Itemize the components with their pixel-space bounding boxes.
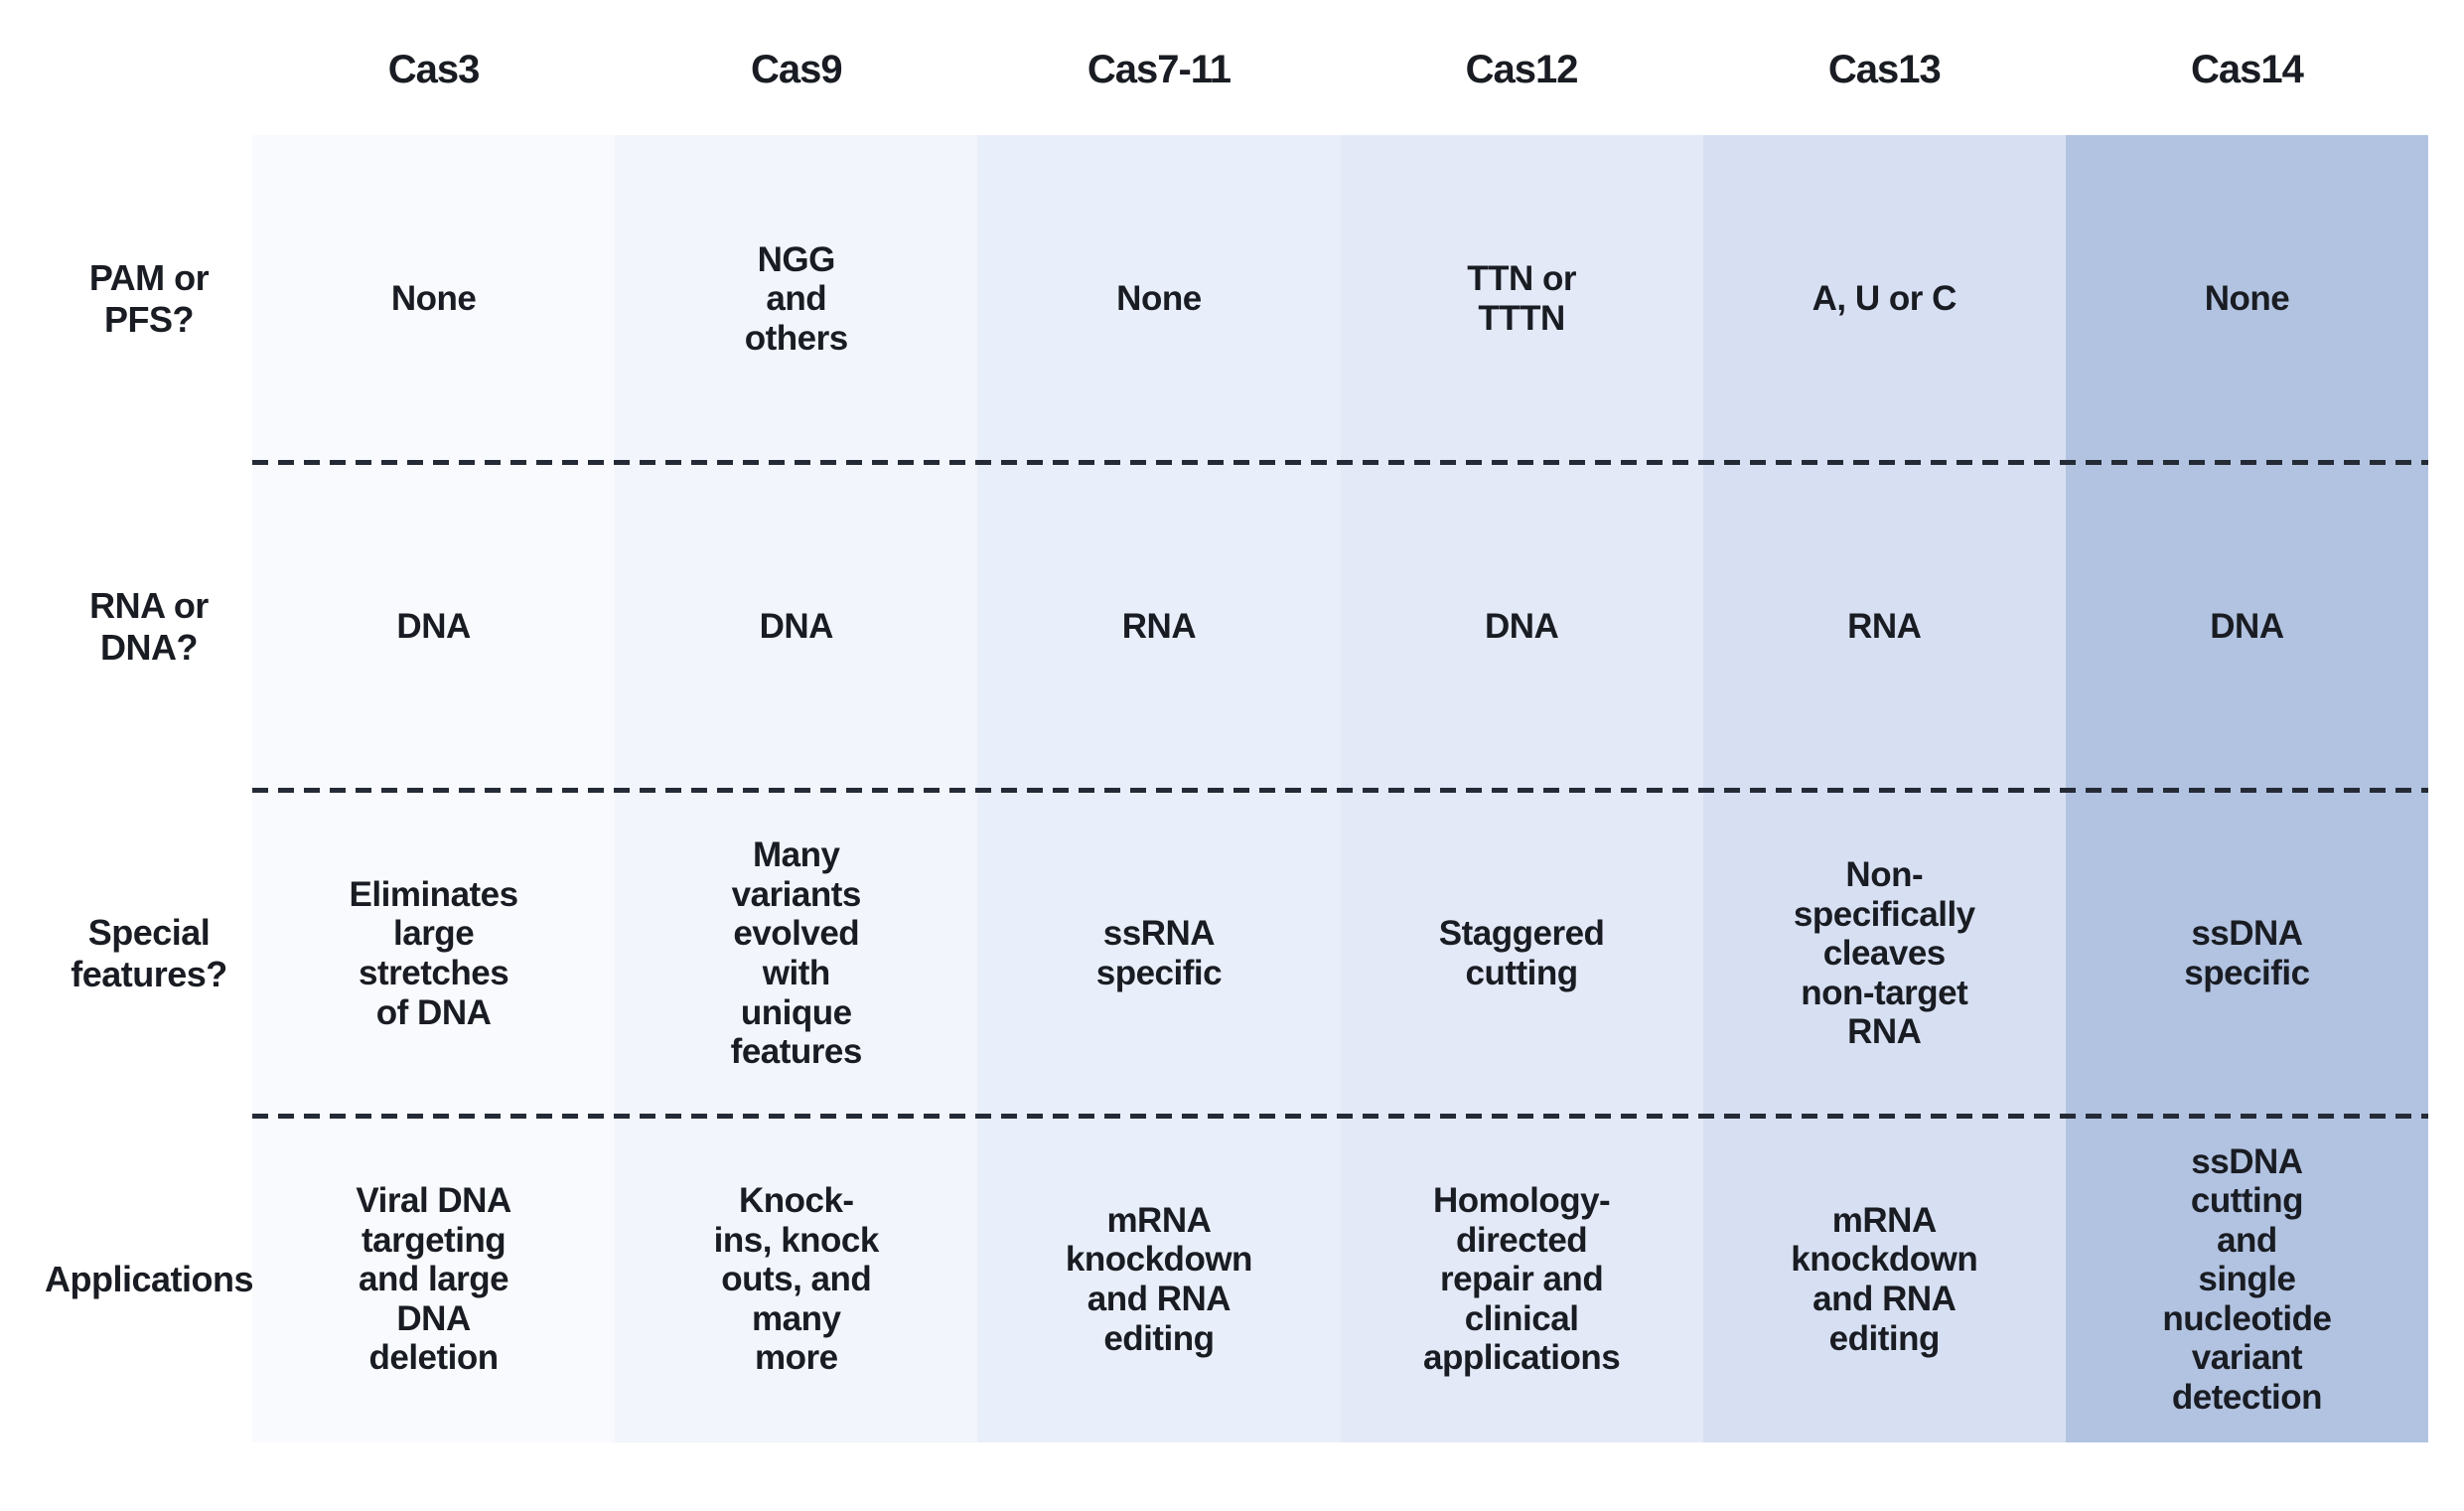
table-cell: ssDNA cutting and single nucleotide vari… [2162,1141,2332,1417]
table-cell: DNA [1484,607,1559,647]
column-header-cas9: Cas9 [750,47,843,91]
table-cell: mRNA knockdown and RNA editing [1791,1200,1978,1358]
row-label-rna-or-dna: RNA or DNA? [89,584,209,668]
table-cell: DNA [2210,607,2284,647]
row-labels-gutter: PAM or PFS? RNA or DNA? Special features… [0,135,254,1442]
row-label-pam-or-pfs: PAM or PFS? [88,256,210,340]
table-cell: Non- specifically cleaves non-target RNA [1793,855,1975,1052]
table-cell: DNA [396,607,471,647]
table-cell: DNA [759,607,834,647]
table-cell: RNA [1847,607,1922,647]
table-cell: A, U or C [1812,279,1957,319]
row-label-special-features: Special features? [71,911,227,994]
column-headers-row: Cas3 Cas9 Cas7-11 Cas12 Cas13 Cas14 [252,30,2428,109]
table-cell: ssDNA specific [2184,914,2310,992]
row-separator-dashed [252,1114,2428,1119]
table-cell: None [1116,279,1202,319]
table-cell: TTN or TTTN [1467,259,1576,338]
table-cell: RNA [1121,607,1197,647]
table-cell: NGG and others [744,239,848,358]
table-cell: None [2204,279,2290,319]
table-cell: ssRNA specific [1095,914,1223,992]
table-cell: mRNA knockdown and RNA editing [1065,1200,1253,1358]
column-header-cas14: Cas14 [2191,47,2304,91]
table-cell: Many variants evolved with unique featur… [730,835,863,1072]
table-cell: Knock- ins, knock outs, and many more [713,1181,880,1378]
row-separator-dashed [252,460,2428,465]
row-label-applications: Applications [44,1258,254,1299]
table-cell: Eliminates large stretches of DNA [349,874,519,1032]
table-cell: None [390,279,477,319]
table-cell: Staggered cutting [1438,914,1605,992]
column-header-cas13: Cas13 [1827,47,1942,91]
column-header-cas12: Cas12 [1465,47,1579,91]
table-cell: Viral DNA targeting and large DNA deleti… [356,1181,511,1378]
row-separator-dashed [252,788,2428,793]
column-header-cas7-11: Cas7-11 [1087,47,1232,91]
column-header-cas3: Cas3 [387,47,481,91]
table-cell: Homology- directed repair and clinical a… [1422,1181,1621,1378]
